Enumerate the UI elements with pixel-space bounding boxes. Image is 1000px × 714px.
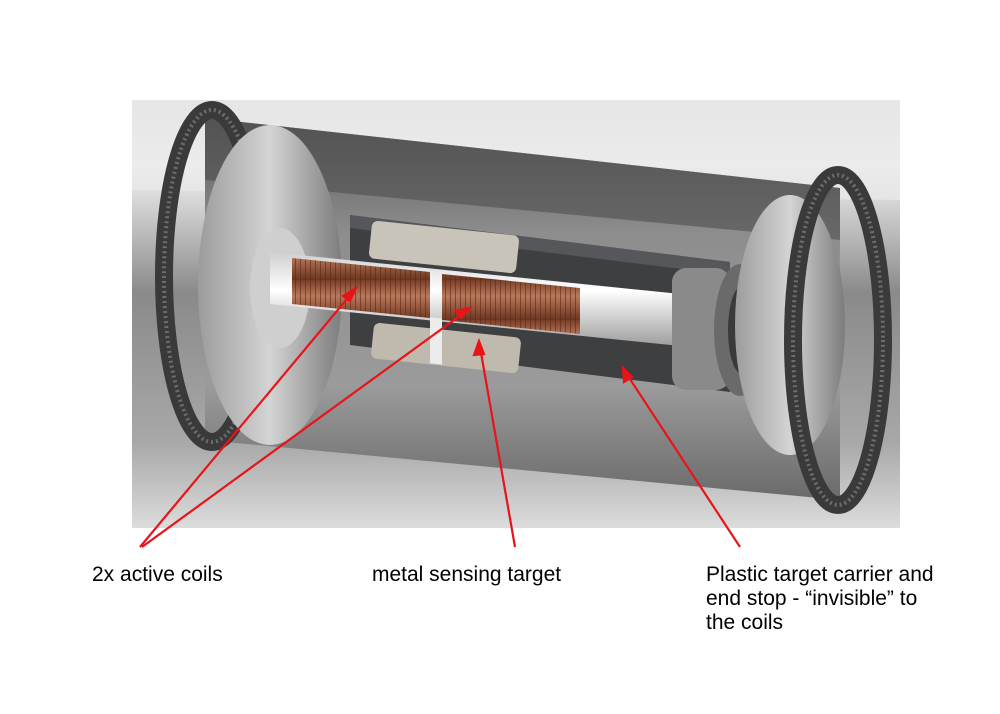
active-coils <box>292 258 580 365</box>
arrowhead-target <box>472 337 486 357</box>
coil-left <box>292 258 430 318</box>
coil-right <box>442 274 580 334</box>
metal-sensing-target <box>369 220 521 374</box>
arrowhead-carrier <box>621 365 634 384</box>
arrow-carrier <box>625 372 741 548</box>
label-metal-sensing-target: metal sensing target <box>372 563 562 586</box>
arrow-target <box>478 346 517 548</box>
arrowhead-coil-left <box>341 285 359 303</box>
right-seal-ring <box>784 166 892 514</box>
callout-arrows <box>139 285 741 548</box>
arrow-coil-right <box>141 311 466 548</box>
arrow-coil-left <box>139 292 353 548</box>
label-active-coils: 2x active coils <box>92 563 223 586</box>
arrowhead-coil-right <box>454 306 474 320</box>
label-plastic-target-carrier: Plastic target carrier and end stop - “i… <box>706 563 934 634</box>
